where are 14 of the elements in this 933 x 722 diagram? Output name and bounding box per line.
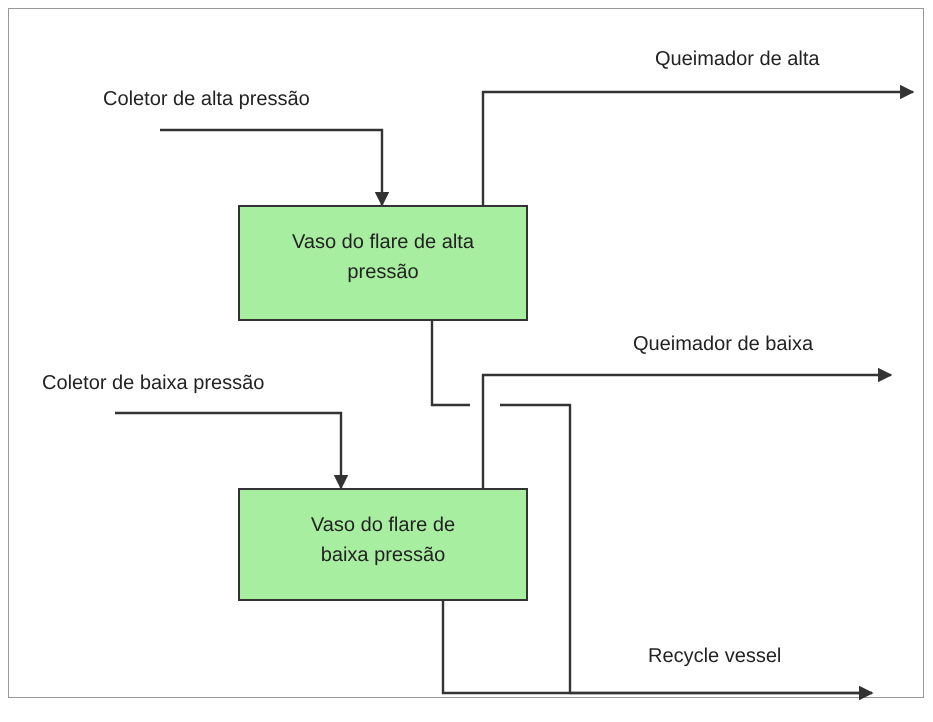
stream-label: Recycle vessel [648, 645, 782, 667]
process-box [238, 488, 528, 601]
stream-label: Queimador de alta [655, 48, 820, 70]
stream-label: Coletor de baixa pressão [42, 372, 264, 394]
arrow [442, 601, 874, 700]
arrow [115, 412, 348, 490]
stream-label: Coletor de alta pressão [103, 88, 310, 110]
process-box [238, 205, 528, 321]
arrow [482, 368, 892, 488]
box-label: Vaso do flare de baixa pressão [310, 513, 456, 568]
stream-label: Queimador de baixa [633, 333, 814, 355]
arrow [160, 128, 390, 206]
box-label: Vaso do flare de alta pressão [291, 230, 475, 285]
arrow [482, 84, 914, 205]
